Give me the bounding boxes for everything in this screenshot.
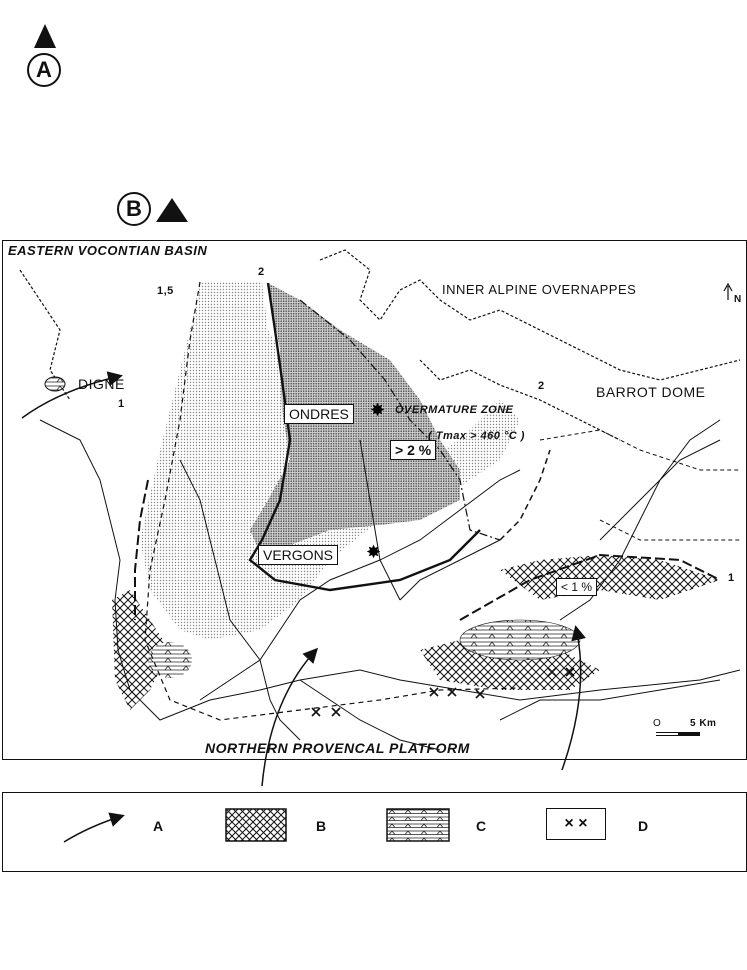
- arrow-south-center: [261, 647, 319, 787]
- isoline-1-5: [144, 281, 521, 721]
- north-label: N: [734, 294, 742, 305]
- ondres-label: ONDRES: [284, 404, 354, 424]
- zone-dark-dotted: [250, 283, 460, 548]
- value-gt2-label: > 2 %: [390, 440, 437, 460]
- vergons-label: VERGONS: [258, 545, 339, 565]
- marker-a-triangle-icon: [34, 24, 56, 48]
- digne-label: DIGNE: [78, 376, 125, 392]
- north-arrow-icon: [723, 282, 733, 300]
- rivers: [39, 419, 741, 751]
- legend-crosshatch-icon: [225, 808, 287, 842]
- overnappe-front-2: [419, 359, 621, 441]
- overmature-label: OVERMATURE ZONE: [395, 404, 514, 416]
- border-dashed: [539, 429, 740, 471]
- legend-crosses-symbol: × ×: [564, 815, 588, 832]
- legend-label-c: C: [476, 818, 487, 834]
- isoline-1-right: [459, 553, 721, 621]
- legend-crosses-icon: × ×: [546, 808, 606, 840]
- inner-alpine-label: INNER ALPINE OVERNAPPES: [442, 282, 637, 297]
- isoline-2-right: [499, 449, 551, 541]
- zone-crosshatch-right-top: [500, 555, 720, 600]
- legend-arrow-icon: [63, 812, 125, 843]
- zone-evaporite-left: [148, 642, 192, 678]
- isoline-2-right-label: 2: [538, 380, 545, 392]
- arrow-digne: [21, 371, 123, 419]
- legend-label-b: B: [316, 818, 327, 834]
- cross-markers: [311, 667, 575, 717]
- ondres-star-icon: ✸: [370, 400, 385, 421]
- legend-evaporite-icon: [386, 808, 450, 842]
- border-dashed-2: [599, 519, 740, 541]
- vergons-star-icon: ✸: [366, 542, 381, 563]
- zone-evaporite-center: [459, 619, 581, 661]
- legend-label-a: A: [153, 818, 164, 834]
- tmax-label: ( Tmax > 460 °C ): [428, 430, 525, 442]
- marker-b-triangle-icon: [156, 198, 188, 222]
- basin-label: EASTERN VOCONTIAN BASIN: [8, 243, 208, 258]
- marker-b-label: B: [126, 196, 142, 221]
- marker-a-label: A: [36, 57, 52, 82]
- marker-a: A: [27, 53, 61, 87]
- isoline-2: [248, 282, 481, 592]
- barrot-label: BARROT DOME: [596, 384, 706, 400]
- scale-zero-label: O: [653, 718, 662, 729]
- arrow-south-right: [561, 625, 586, 771]
- marker-b: B: [117, 192, 151, 226]
- platform-label: NORTHERN PROVENCAL PLATFORM: [205, 740, 470, 756]
- legend-label-d: D: [638, 818, 649, 834]
- isoline-1-left-label: 1: [118, 398, 125, 410]
- scale-km-label: 5 Km: [690, 718, 717, 729]
- isoline-1-left: [134, 479, 149, 620]
- zone-light-dotted: [140, 282, 520, 640]
- value-lt1-label: < 1 %: [556, 578, 598, 596]
- digne-town-icon: [44, 376, 66, 392]
- isoline-1-right-label: 1: [728, 572, 735, 584]
- isoline-1-5-label: 1,5: [157, 285, 174, 297]
- isoline-2-top-label: 2: [258, 266, 265, 278]
